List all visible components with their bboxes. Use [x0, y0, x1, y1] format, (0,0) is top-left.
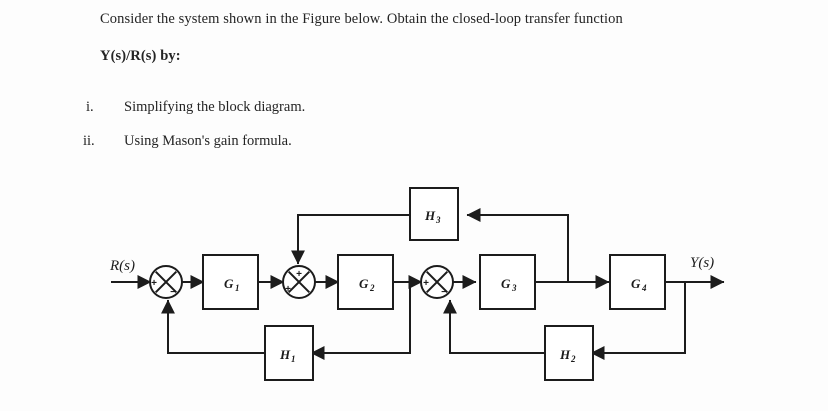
block-h1[interactable]: H 1	[264, 325, 314, 381]
task-label-i: Simplifying the block diagram.	[124, 99, 306, 115]
block-g1-label: G	[224, 276, 234, 291]
wire-h1-to-sum1	[167, 316, 266, 354]
question-stem-line-1: Consider the system shown in the Figure …	[100, 11, 623, 27]
input-signal-label: R(s)	[109, 258, 135, 274]
output-signal-label: Y(s)	[690, 255, 714, 271]
summing-junction-3[interactable]: + −	[420, 265, 454, 299]
block-h3[interactable]: H 3	[409, 187, 459, 241]
wire-h3-to-sum2	[297, 214, 411, 248]
wire-h2-takeoff-drop	[613, 281, 686, 354]
block-g2[interactable]: G 2	[337, 254, 394, 310]
question-stem-line-2: Y(s)/R(s) by:	[100, 48, 181, 64]
wire-h3-takeoff-riser	[491, 214, 569, 283]
block-g4-subscript: 4	[641, 283, 647, 293]
sum3-left-sign: +	[423, 278, 429, 289]
sum1-left-sign: +	[151, 278, 157, 289]
sum1-bottom-sign: −	[170, 287, 176, 298]
block-g1-subscript: 1	[235, 283, 240, 293]
task-marker-ii: ii.	[83, 133, 95, 149]
block-g4[interactable]: G 4	[609, 254, 666, 310]
block-h2-subscript: 2	[570, 354, 576, 364]
summing-junction-1[interactable]: + −	[149, 265, 183, 299]
block-h2-label: H	[559, 347, 571, 362]
block-g1[interactable]: G 1	[202, 254, 259, 310]
block-diagram-figure: G 1 G 2 G 3 G 4	[0, 185, 828, 400]
block-h1-subscript: 1	[291, 354, 296, 364]
summing-junction-2[interactable]: + +	[282, 265, 316, 299]
sum3-bottom-sign: −	[441, 287, 447, 298]
wire-h1-takeoff-drop	[334, 281, 411, 354]
block-h2[interactable]: H 2	[544, 325, 594, 381]
block-g3[interactable]: G 3	[479, 254, 536, 310]
block-g2-subscript: 2	[369, 283, 375, 293]
sum2-top-sign: +	[296, 269, 302, 280]
task-marker-i: i.	[86, 99, 94, 115]
block-h3-subscript: 3	[435, 215, 441, 225]
block-g4-label: G	[631, 276, 641, 291]
block-g2-label: G	[359, 276, 369, 291]
block-g3-label: G	[501, 276, 511, 291]
block-h3-label: H	[424, 208, 436, 223]
block-h1-label: H	[279, 347, 291, 362]
sum2-left-sign: +	[285, 284, 291, 295]
block-g3-subscript: 3	[511, 283, 517, 293]
block-diagram-svg: G 1 G 2 G 3 G 4	[109, 187, 725, 381]
task-label-ii: Using Mason's gain formula.	[124, 133, 292, 149]
wire-h2-to-sum3	[449, 316, 546, 354]
